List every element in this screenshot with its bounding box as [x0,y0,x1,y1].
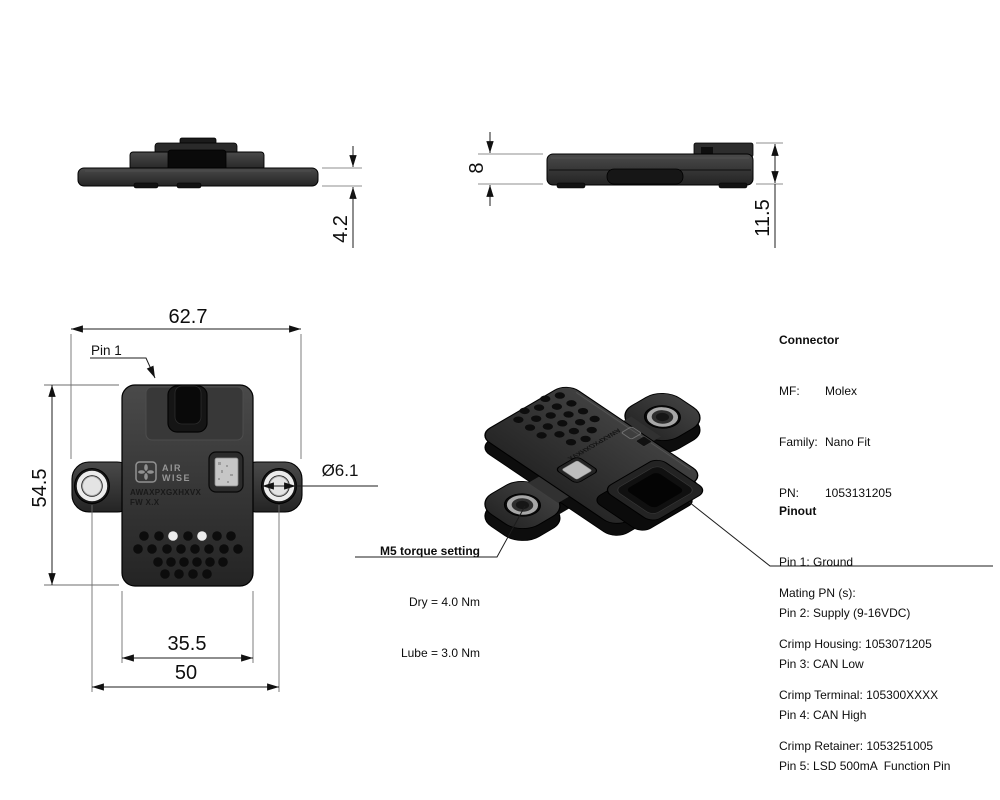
pinout-line: Pin 1: Ground [779,555,854,569]
iso-logo-icon [621,426,642,440]
pn-value: 1053131205 [825,486,892,500]
pinout-line: Pin 5: LSD 500mA Function Pin [779,759,951,773]
pn-label: PN: [779,486,800,500]
dim-hole-diameter: Ø6.1 [321,461,359,480]
brand-wise: WISE [162,473,192,483]
side-view-right-profile [546,142,754,189]
dim-flange-thickness-lines [322,146,362,248]
iso-code-square [635,436,653,447]
mf-value: Molex [825,384,858,398]
family-label: Family: [779,435,818,449]
torque-note: M5 torque setting Dry = 4.0 Nm Lube = 3.… [320,509,480,679]
sensor-window [208,451,244,493]
front-view [71,384,303,587]
connector-heading: Connector [779,333,839,347]
dim-hole-spacing: 50 [174,662,198,684]
dim-flange-thickness: 4.2 [330,215,352,243]
torque-lube: Lube = 3.0 Nm [400,646,480,660]
mating-line: Crimp Terminal: 105300XXXX [779,688,939,702]
part-number: AWAXPXGXHXVX [130,488,202,497]
mating-line: Crimp Retainer: 1053251005 [779,739,934,753]
connector-mf-row: MF: Molex [779,383,997,400]
dim-body-thickness-lines [478,132,543,206]
family-value: Nano Fit [825,435,871,449]
mating-line: Crimp Housing: 1053071205 [779,637,932,651]
firmware-label: FW X.X [130,498,160,507]
connector-family-row: Family: Nano Fit [779,434,997,451]
pin1-label: Pin 1 [91,343,122,358]
dim-overall-thickness-lines [756,142,783,248]
dim-body-width: 35.5 [167,633,207,655]
connector-info: Connector MF: Molex Family: Nano Fit PN:… [779,298,997,772]
brand-air: AIR [162,463,182,473]
iso-sensor-window [556,457,598,483]
pinout-heading: Pinout [779,504,817,518]
mating-heading: Mating PN (s): [779,586,856,600]
dim-hole-spacing-lines [91,505,280,692]
pinout-line: Pin 4: CAN High [779,708,867,722]
dim-overall-thickness: 11.5 [752,199,774,237]
pinout-leader [688,501,993,567]
mf-label: MF: [779,384,800,398]
dim-overall-height-lines [44,384,119,586]
pinout-info: Pinout Pin 1: Ground Pin 2: Supply (9-16… [779,469,997,792]
dim-body-thickness: 8 [466,162,488,174]
torque-heading: M5 torque setting [379,544,480,558]
pin1-leader [90,357,156,379]
iso-connector [596,459,704,531]
isometric-view: AWAXPXGXHXVX [484,386,704,541]
dim-overall-width: 62.7 [168,306,208,328]
pinout-line: Pin 3: CAN Low [779,657,864,671]
pinout-line: Pin 2: Supply (9-16VDC) [779,606,911,620]
connector-pn-row: PN: 1053131205 [779,485,997,502]
airwise-logo-icon [135,461,157,483]
iso-vent-holes [513,392,600,446]
torque-dry: Dry = 4.0 Nm [408,595,480,609]
side-view-front-profile [77,137,319,189]
dim-body-width-lines [121,591,254,663]
iso-mounting-hole-left [503,493,541,517]
dim-overall-width-lines [70,325,302,459]
vent-holes [133,531,243,579]
iso-mounting-hole-right [643,405,682,429]
mounting-hole-left [74,468,110,504]
torque-leader [355,505,526,558]
dim-overall-height: 54.5 [29,468,51,508]
